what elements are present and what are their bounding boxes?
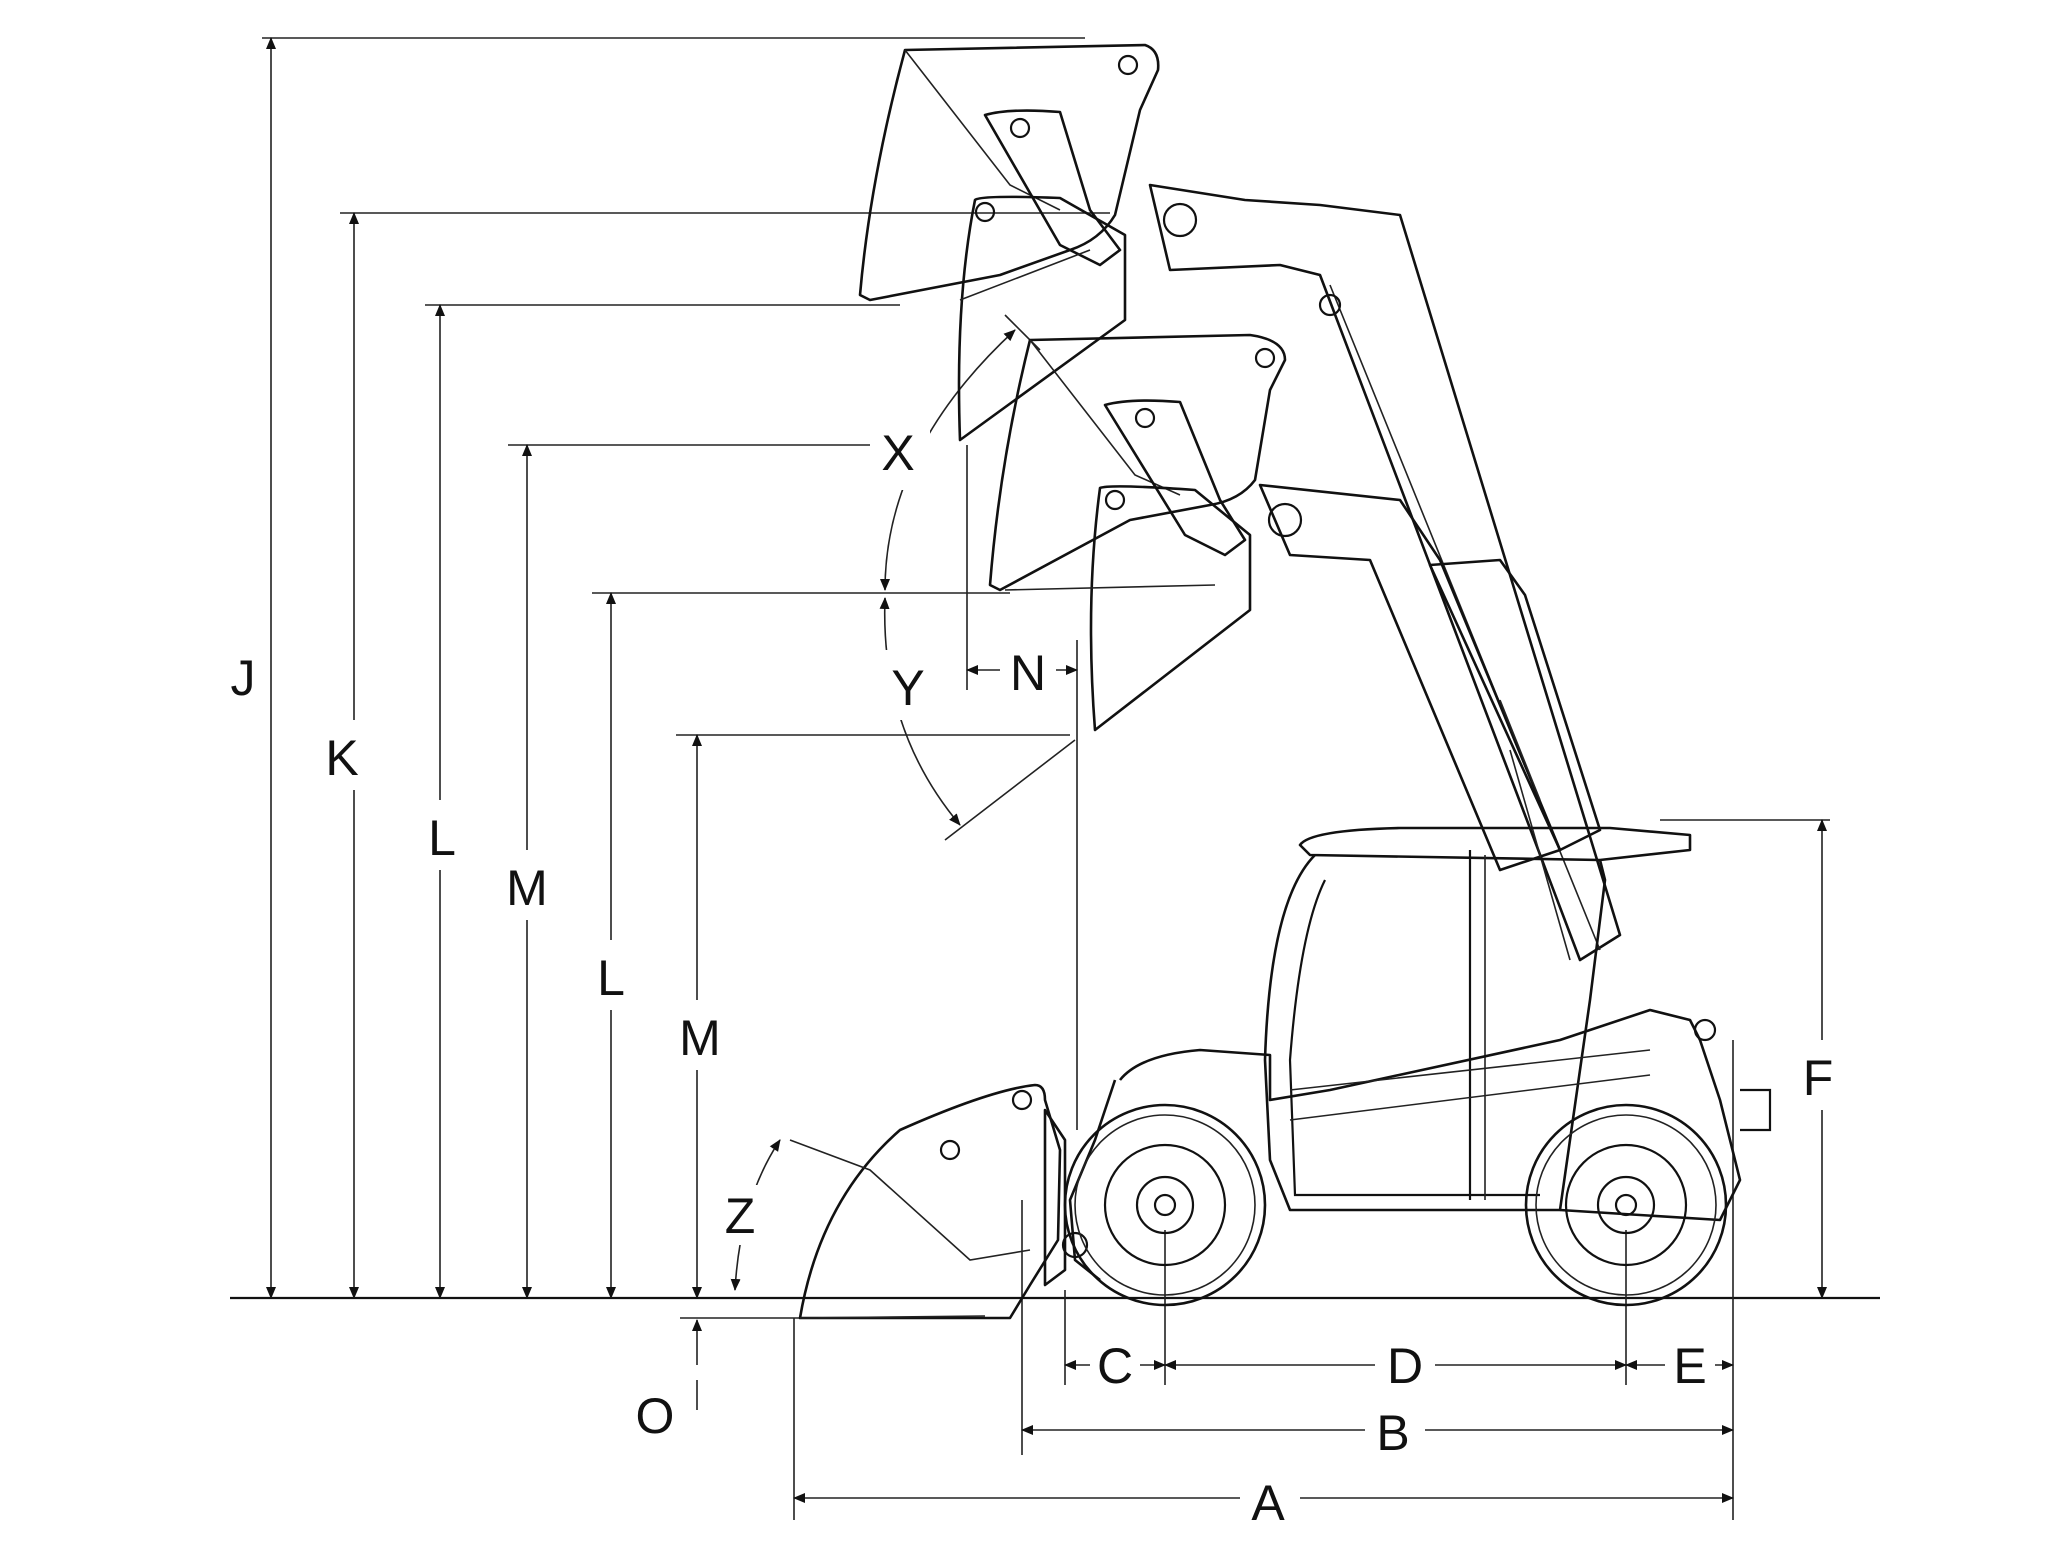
bucket-top-curled: [957, 195, 1127, 442]
label-L1: L: [428, 810, 456, 866]
label-E: E: [1673, 1338, 1706, 1394]
label-X: X: [881, 425, 914, 481]
label-K: K: [325, 730, 358, 786]
height-reference-lines: [262, 37, 1830, 1319]
front-wheel: [1063, 1103, 1267, 1307]
label-M1: M: [506, 860, 548, 916]
bucket-mid-middle: [1103, 399, 1247, 557]
bucket-mid-curled: [1004, 485, 1252, 732]
bucket-ground: [789, 1083, 1062, 1320]
bucket-top-middle: [983, 109, 1122, 267]
label-N: N: [1010, 645, 1046, 701]
dimension-labels: J K L M L M F X Y N Z O C D E B A: [220, 420, 1855, 1531]
label-A: A: [1251, 1475, 1285, 1531]
label-O: O: [636, 1388, 675, 1444]
label-L2: L: [597, 950, 625, 1006]
label-D: D: [1387, 1338, 1423, 1394]
label-F: F: [1803, 1050, 1834, 1106]
angle-Y-arc: [879, 597, 961, 826]
rear-wheel: [1524, 1103, 1728, 1307]
label-C: C: [1097, 1338, 1133, 1394]
telescopic-boom: [1148, 183, 1622, 962]
bucket-top-raised: [858, 43, 1160, 302]
label-J: J: [231, 650, 256, 706]
label-Z: Z: [725, 1188, 756, 1244]
machine-chassis: [1043, 826, 1772, 1287]
label-M2: M: [679, 1010, 721, 1066]
bucket-mid-raised: [988, 333, 1287, 592]
label-B: B: [1376, 1405, 1409, 1461]
vertical-dimension-arrows: [266, 37, 1827, 1410]
label-Y: Y: [891, 660, 924, 716]
